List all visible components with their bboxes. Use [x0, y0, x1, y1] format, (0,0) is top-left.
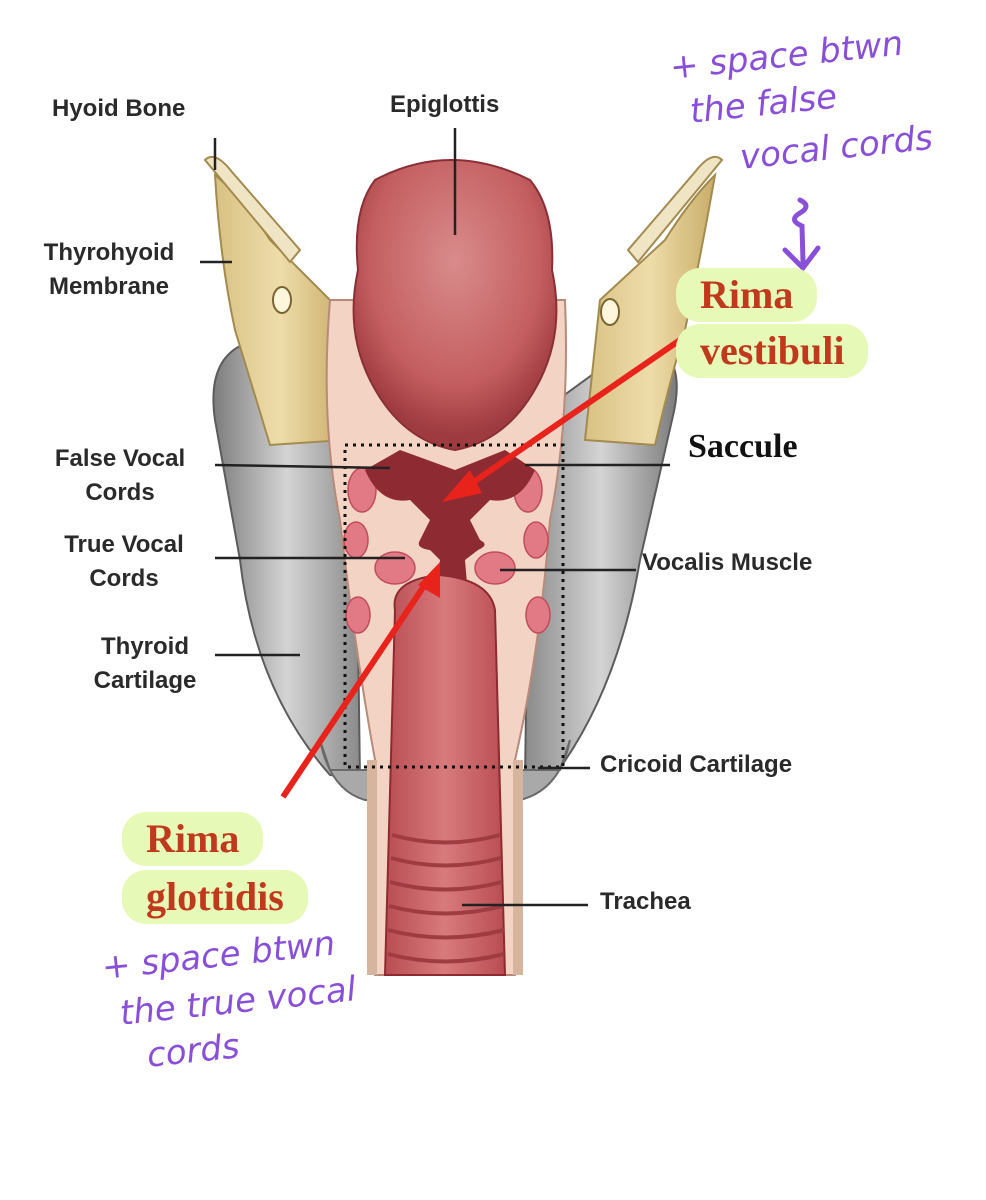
handwritten-arrow — [782, 197, 821, 272]
label-thyroid-line2: Cartilage — [93, 667, 197, 694]
label-vocalis-muscle: Vocalis Muscle — [642, 549, 813, 576]
label-true-vocal-line1: True Vocal — [64, 531, 184, 558]
label-epiglottis: Epiglottis — [390, 91, 500, 118]
trachea-outer-wall — [367, 760, 523, 975]
region-box — [343, 443, 565, 769]
hyoid-horn-left — [203, 156, 302, 264]
label-true-vocal-cords: True Vocal Cords — [42, 528, 206, 596]
hyoid-horn-right — [626, 156, 724, 264]
label-hyoid-bone: Hyoid Bone — [52, 95, 186, 122]
red-arrows — [280, 337, 682, 799]
label-thyroid-line1: Thyroid — [101, 633, 189, 660]
label-thyroid-cartilage: Thyroid Cartilage — [72, 630, 218, 698]
label-saccule: Saccule — [688, 428, 798, 465]
label-true-vocal-line2: Cords — [89, 565, 159, 592]
tracheal-rings — [387, 833, 505, 964]
label-false-vocal-cords: False Vocal Cords — [36, 442, 204, 510]
rima-glottidis-line1: Rima — [122, 812, 264, 866]
rima-vestibuli-line1: Rima — [676, 268, 818, 322]
label-thyrohyoid-line1: Thyrohyoid — [43, 239, 175, 266]
thyrohyoid-membrane-right — [583, 172, 717, 447]
rima-vestibuli-line2: vestibuli — [676, 324, 869, 378]
label-thyrohyoid-line2: Membrane — [48, 273, 170, 300]
label-cricoid-cartilage: Cricoid Cartilage — [600, 751, 793, 778]
foramen-left — [272, 286, 292, 314]
leader-lines — [200, 128, 670, 907]
epiglottis — [352, 159, 558, 452]
label-thyrohyoid-membrane: Thyrohyoid Membrane — [28, 236, 190, 304]
trachea — [383, 573, 507, 976]
label-trachea: Trachea — [600, 888, 691, 915]
foramen-right — [600, 298, 620, 326]
rima-glottidis-line2: glottidis — [122, 870, 308, 924]
label-false-vocal-line1: False Vocal — [54, 445, 186, 472]
label-false-vocal-line2: Cords — [85, 479, 155, 506]
